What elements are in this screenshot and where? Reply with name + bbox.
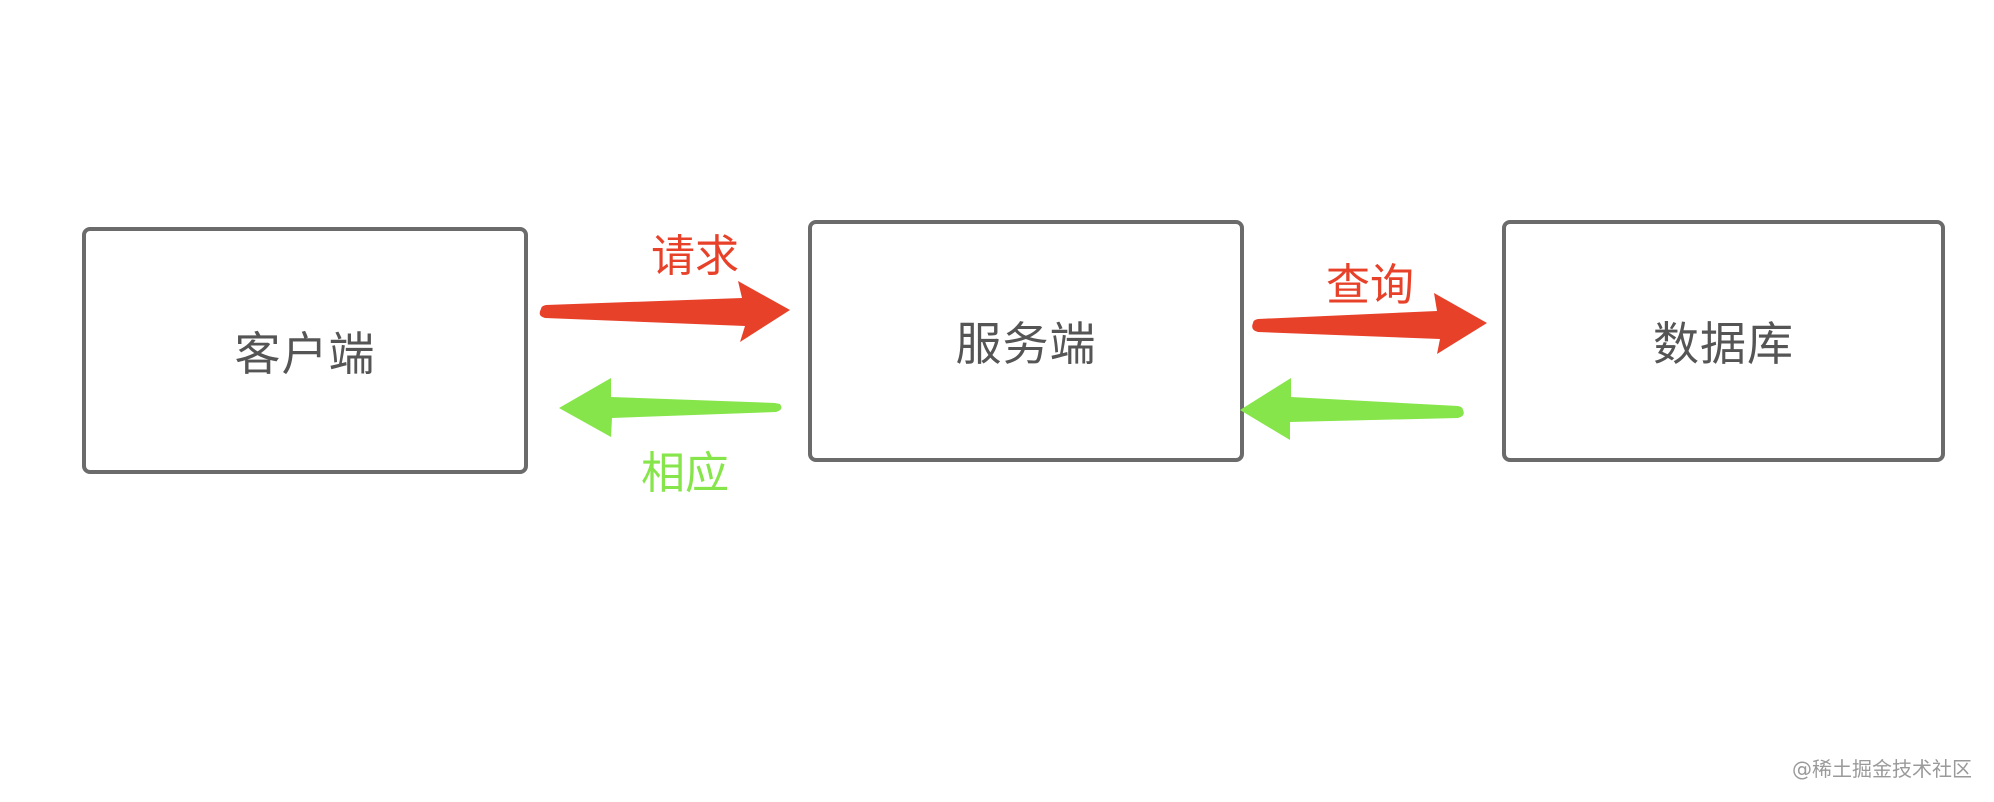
- server-node: 服务端: [808, 220, 1244, 462]
- request-arrow: [539, 281, 790, 342]
- database-node-label: 数据库: [1653, 317, 1794, 371]
- server-node-label: 服务端: [955, 317, 1097, 371]
- db-response-arrow: [1240, 378, 1464, 440]
- watermark: @稀土掘金技术社区: [1792, 757, 1972, 781]
- response-label: 相应: [641, 448, 729, 499]
- query-label: 查询: [1326, 260, 1414, 311]
- client-node: 客户端: [82, 227, 528, 474]
- response-arrow: [559, 378, 782, 437]
- request-label: 请求: [651, 231, 739, 282]
- database-node: 数据库: [1502, 220, 1945, 462]
- client-node-label: 客户端: [234, 326, 376, 381]
